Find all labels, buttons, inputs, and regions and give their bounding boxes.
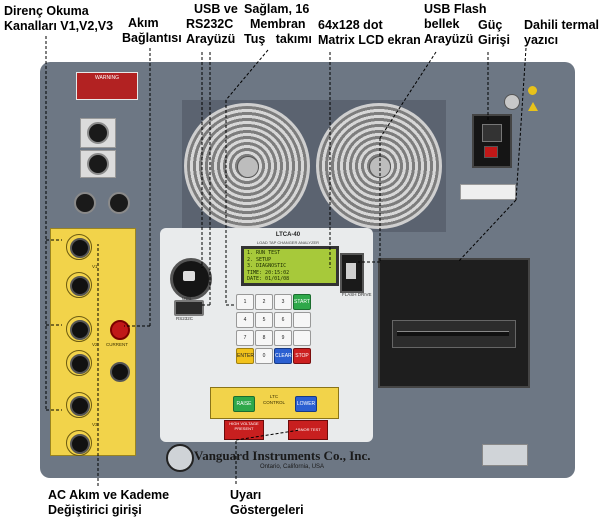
callout-ac-input: AC Akım ve Kademe Değiştirici girişi: [48, 488, 170, 517]
warning-label-plate: WARNING: [76, 72, 138, 100]
callout-usb-rs232: USB ve RS232C Arayüzü: [186, 2, 238, 46]
v1-label: V1: [92, 264, 98, 269]
model-serial-plate: [482, 444, 528, 466]
printer-paper-slot[interactable]: [392, 320, 516, 348]
rs232-port[interactable]: [174, 300, 204, 316]
company-name: Vanguard Instruments Co., Inc.: [194, 448, 371, 463]
callout-power-input: Güç Girişi: [478, 18, 510, 47]
lcd-line-3: 3. DIAGNOSTIC: [247, 263, 287, 269]
v2-ring-top: [66, 316, 92, 342]
power-rating-label: [460, 184, 516, 200]
v3-jack-bottom[interactable]: [70, 434, 90, 454]
fan-grill-right: [316, 103, 442, 229]
fan-hub-right: [369, 156, 391, 178]
v2-jack-top[interactable]: [70, 320, 90, 340]
keypad-key-1[interactable]: 1: [236, 294, 254, 310]
power-switch[interactable]: [484, 146, 498, 158]
v3-ring-top: [66, 392, 92, 418]
keypad-key-enter[interactable]: ENTER: [236, 348, 254, 364]
current-label: CURRENT: [106, 342, 128, 347]
model-name: LTCA-40: [275, 232, 301, 238]
printer-slot-edge: [397, 331, 509, 336]
keypad-key-2[interactable]: 2: [255, 294, 273, 310]
lower-button[interactable]: LOWER: [295, 396, 317, 412]
keypad-key-7[interactable]: 7: [236, 330, 254, 346]
callout-keypad: Sağlam, 16 Membran Tuş takımı: [244, 2, 312, 46]
ground-symbol-icon: [528, 86, 537, 95]
v1-jack-bottom[interactable]: [70, 276, 90, 296]
v1-jack-top[interactable]: [70, 238, 90, 258]
v2-ring-bottom: [66, 350, 92, 376]
keypad-key-0[interactable]: 0: [255, 348, 273, 364]
v1-ring-top: [66, 234, 92, 260]
power-inlet[interactable]: [472, 114, 512, 168]
keypad-key-blank-7[interactable]: [293, 312, 311, 328]
lcd-screen: 1. RUN TEST 2. SETUP 3. DIAGNOSTIC TIME:…: [241, 246, 339, 286]
power-socket: [482, 124, 502, 142]
ltc-control-label: LTC CONTROL: [259, 394, 289, 406]
lcd-line-2: 2. SETUP: [247, 256, 272, 263]
aux-connector-right[interactable]: [108, 192, 130, 214]
usb-flash-socket: [346, 263, 356, 279]
callout-warning-indicators: Uyarı Göstergeleri: [230, 488, 304, 517]
ac-input-panel: [50, 228, 136, 456]
keypad-key-start[interactable]: START: [293, 294, 311, 310]
usb-flash-port[interactable]: [340, 253, 364, 293]
callout-lcd: 64x128 dot Matrix LCD ekran: [318, 18, 421, 47]
warning-triangle-icon: [528, 102, 538, 111]
keypad-key-clear[interactable]: CLEAR: [274, 348, 292, 364]
callout-current-connection: Akım Bağlantısı: [122, 16, 182, 45]
lcd-line-4: TIME: 20:15:02: [247, 269, 290, 276]
v3-ring-bottom: [66, 430, 92, 456]
callout-thermal-printer: Dahili termal yazıcı: [524, 18, 600, 47]
ltc-control-connector[interactable]: [87, 153, 109, 175]
ground-terminal[interactable]: [504, 94, 520, 110]
rs232-label: RS232C: [176, 316, 194, 321]
fan-hub-left: [237, 156, 259, 178]
keypad-key-3[interactable]: 3: [274, 294, 292, 310]
vanguard-logo-icon: [166, 444, 194, 472]
keypad-key-4[interactable]: 4: [236, 312, 254, 328]
high-voltage-indicator: HIGH VOLTAGE PRESENT: [224, 420, 264, 440]
keypad-key-stop[interactable]: STOP: [293, 348, 311, 364]
current-jack-negative[interactable]: [110, 362, 130, 382]
ltc-control-label-1: LTC: [269, 394, 279, 399]
lcd-line-1: 1. RUN TEST: [247, 250, 281, 256]
ac-current-connector-plate: [80, 118, 116, 148]
ltc-control-connector-plate: [80, 150, 116, 178]
keypad-key-blank-11[interactable]: [293, 330, 311, 346]
ac-current-connector[interactable]: [87, 122, 109, 144]
aux-connector-left[interactable]: [74, 192, 96, 214]
v2-label: V2: [92, 342, 98, 347]
v3-label: V3: [92, 422, 98, 427]
keypad-key-6[interactable]: 6: [274, 312, 292, 328]
current-jack-positive[interactable]: [110, 320, 130, 340]
fan-grill-left: [184, 103, 310, 229]
usb-label: USB: [182, 296, 192, 301]
callout-usb-flash: USB Flash bellek Arayüzü: [424, 2, 487, 46]
v1-ring-bottom: [66, 272, 92, 298]
raise-button[interactable]: RAISE: [233, 396, 255, 412]
keypad-key-9[interactable]: 9: [274, 330, 292, 346]
usb-socket: [183, 271, 195, 281]
model-subtitle: LOAD TAP CHANGER ANALYZER: [256, 240, 320, 245]
v3-jack-top[interactable]: [70, 396, 90, 416]
flash-drive-label: FLASH DRIVE: [342, 292, 372, 297]
ltc-control-label-2: CONTROL: [262, 400, 285, 405]
abnormal-test-indicator: ABNOR TEST: [288, 420, 328, 440]
warning-label-text: WARNING: [95, 75, 119, 81]
keypad-key-8[interactable]: 8: [255, 330, 273, 346]
callout-resistance-channels: Direnç Okuma Kanalları V1,V2,V3: [4, 4, 114, 33]
ltc-control-bar: RAISE LTC CONTROL LOWER: [210, 387, 339, 419]
keypad-key-5[interactable]: 5: [255, 312, 273, 328]
lcd-line-5: DATE: 01/01/08: [247, 276, 290, 282]
usb-port-cover[interactable]: [170, 258, 212, 300]
company-location: Ontario, California, USA: [260, 464, 325, 470]
v2-jack-bottom[interactable]: [70, 354, 90, 374]
